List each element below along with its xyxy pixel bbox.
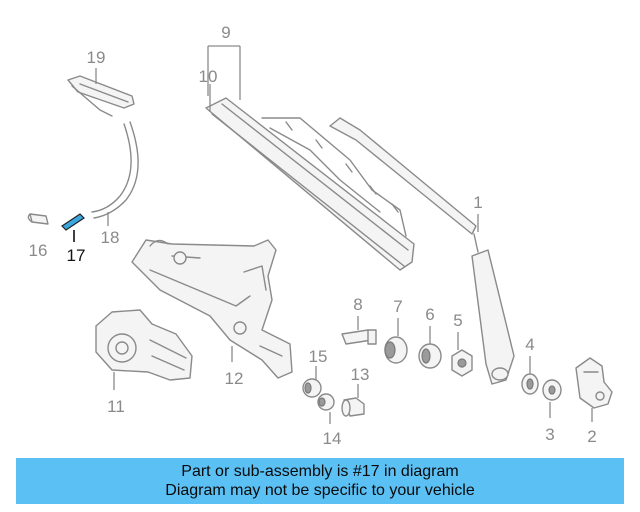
- part-14-clip[interactable]: [317, 393, 335, 411]
- part-3-cap[interactable]: [542, 379, 562, 401]
- callout-5: 5: [453, 311, 462, 330]
- callout-7: 7: [393, 297, 402, 316]
- banner-line-2: Diagram may not be specific to your vehi…: [165, 482, 475, 499]
- callout-13: 13: [351, 365, 370, 384]
- callout-18: 18: [101, 228, 120, 247]
- callout-4: 4: [525, 335, 534, 354]
- part-7-bushing[interactable]: [384, 336, 408, 364]
- part-15-bushing[interactable]: [302, 378, 322, 398]
- callout-12: 12: [225, 369, 244, 388]
- part-19-arm-cover[interactable]: [67, 75, 135, 117]
- banner-line-1: Part or sub-assembly is #17 in diagram: [181, 463, 459, 480]
- callout-14: 14: [323, 429, 342, 448]
- part-16-connector[interactable]: [27, 213, 49, 225]
- callout-6: 6: [425, 305, 434, 324]
- part-9-wiper-blade[interactable]: [205, 97, 415, 271]
- part-5-nut[interactable]: [451, 349, 473, 377]
- part-6-grommet[interactable]: [418, 343, 442, 369]
- callout-10: 10: [199, 67, 218, 86]
- part-18-washer-hose[interactable]: [91, 121, 139, 219]
- part-1-wiper-arm[interactable]: [329, 117, 515, 385]
- info-banner: Part or sub-assembly is #17 in diagram D…: [16, 458, 624, 504]
- callout-3: 3: [545, 425, 554, 444]
- part-12-wiper-linkage[interactable]: [131, 239, 293, 379]
- part-2-pivot-cover[interactable]: [575, 357, 613, 409]
- part-11-wiper-motor[interactable]: [95, 309, 193, 381]
- parts-diagram: 19 18 16 17 9 10 1: [27, 23, 613, 448]
- part-13-bolt[interactable]: [341, 397, 365, 417]
- callout-1: 1: [473, 193, 482, 212]
- callout-8: 8: [353, 295, 362, 314]
- callout-11: 11: [107, 397, 125, 416]
- part-8-pivot-shaft[interactable]: [341, 329, 377, 345]
- part-17-washer-nozzle[interactable]: [61, 213, 85, 231]
- callout-15: 15: [309, 347, 328, 366]
- callout-16: 16: [29, 241, 48, 260]
- part-4-washer[interactable]: [521, 373, 539, 395]
- callout-19: 19: [87, 48, 106, 67]
- callout-9: 9: [221, 23, 230, 42]
- callout-2: 2: [587, 427, 596, 446]
- callout-17: 17: [67, 246, 86, 265]
